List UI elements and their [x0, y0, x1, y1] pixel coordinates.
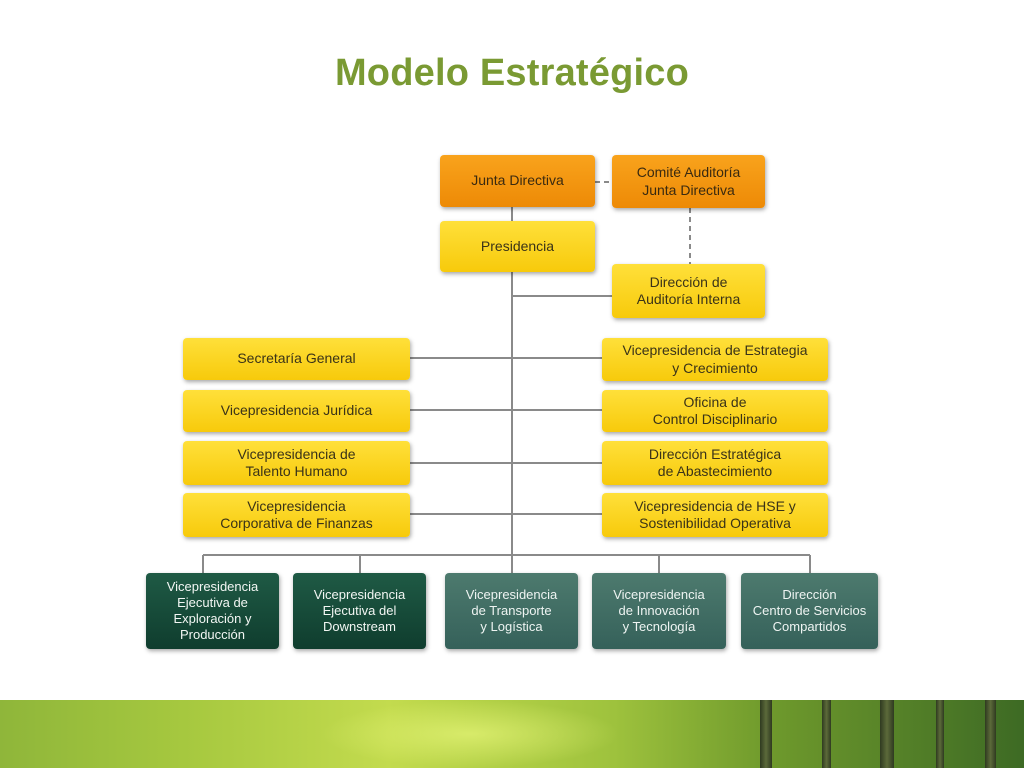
node-presidencia: Presidencia — [440, 221, 595, 272]
node-right-unit-4: Vicepresidencia de HSE y Sostenibilidad … — [602, 493, 828, 537]
forest-image — [730, 700, 1024, 768]
slide-title: Modelo Estratégico — [334, 52, 690, 94]
node-left-unit-4: Vicepresidencia Corporativa de Finanzas — [183, 493, 410, 537]
node-business-unit-2: Vicepresidencia Ejecutiva del Downstream — [293, 573, 426, 649]
node-auditoria-interna: Dirección de Auditoría Interna — [612, 264, 765, 318]
footer-banner-image — [0, 700, 1024, 768]
connector-lines — [202, 181, 811, 573]
node-left-unit-2: Vicepresidencia Jurídica — [183, 390, 410, 432]
node-right-unit-2: Oficina de Control Disciplinario — [602, 390, 828, 432]
node-right-unit-3: Dirección Estratégica de Abastecimiento — [602, 441, 828, 485]
org-chart: Junta Directiva Comité Auditoría Junta D… — [146, 155, 878, 649]
node-left-unit-3: Vicepresidencia de Talento Humano — [183, 441, 410, 485]
node-junta-directiva: Junta Directiva — [440, 155, 595, 207]
node-business-unit-1: Vicepresidencia Ejecutiva de Exploración… — [146, 573, 279, 649]
node-comite-auditoria: Comité Auditoría Junta Directiva — [612, 155, 765, 208]
node-business-unit-4: Vicepresidencia de Innovación y Tecnolog… — [592, 573, 726, 649]
node-right-unit-1: Vicepresidencia de Estrategia y Crecimie… — [602, 338, 828, 381]
node-business-unit-3: Vicepresidencia de Transporte y Logístic… — [445, 573, 578, 649]
node-business-unit-5: Dirección Centro de Servicios Compartido… — [741, 573, 878, 649]
node-left-unit-1: Secretaría General — [183, 338, 410, 380]
